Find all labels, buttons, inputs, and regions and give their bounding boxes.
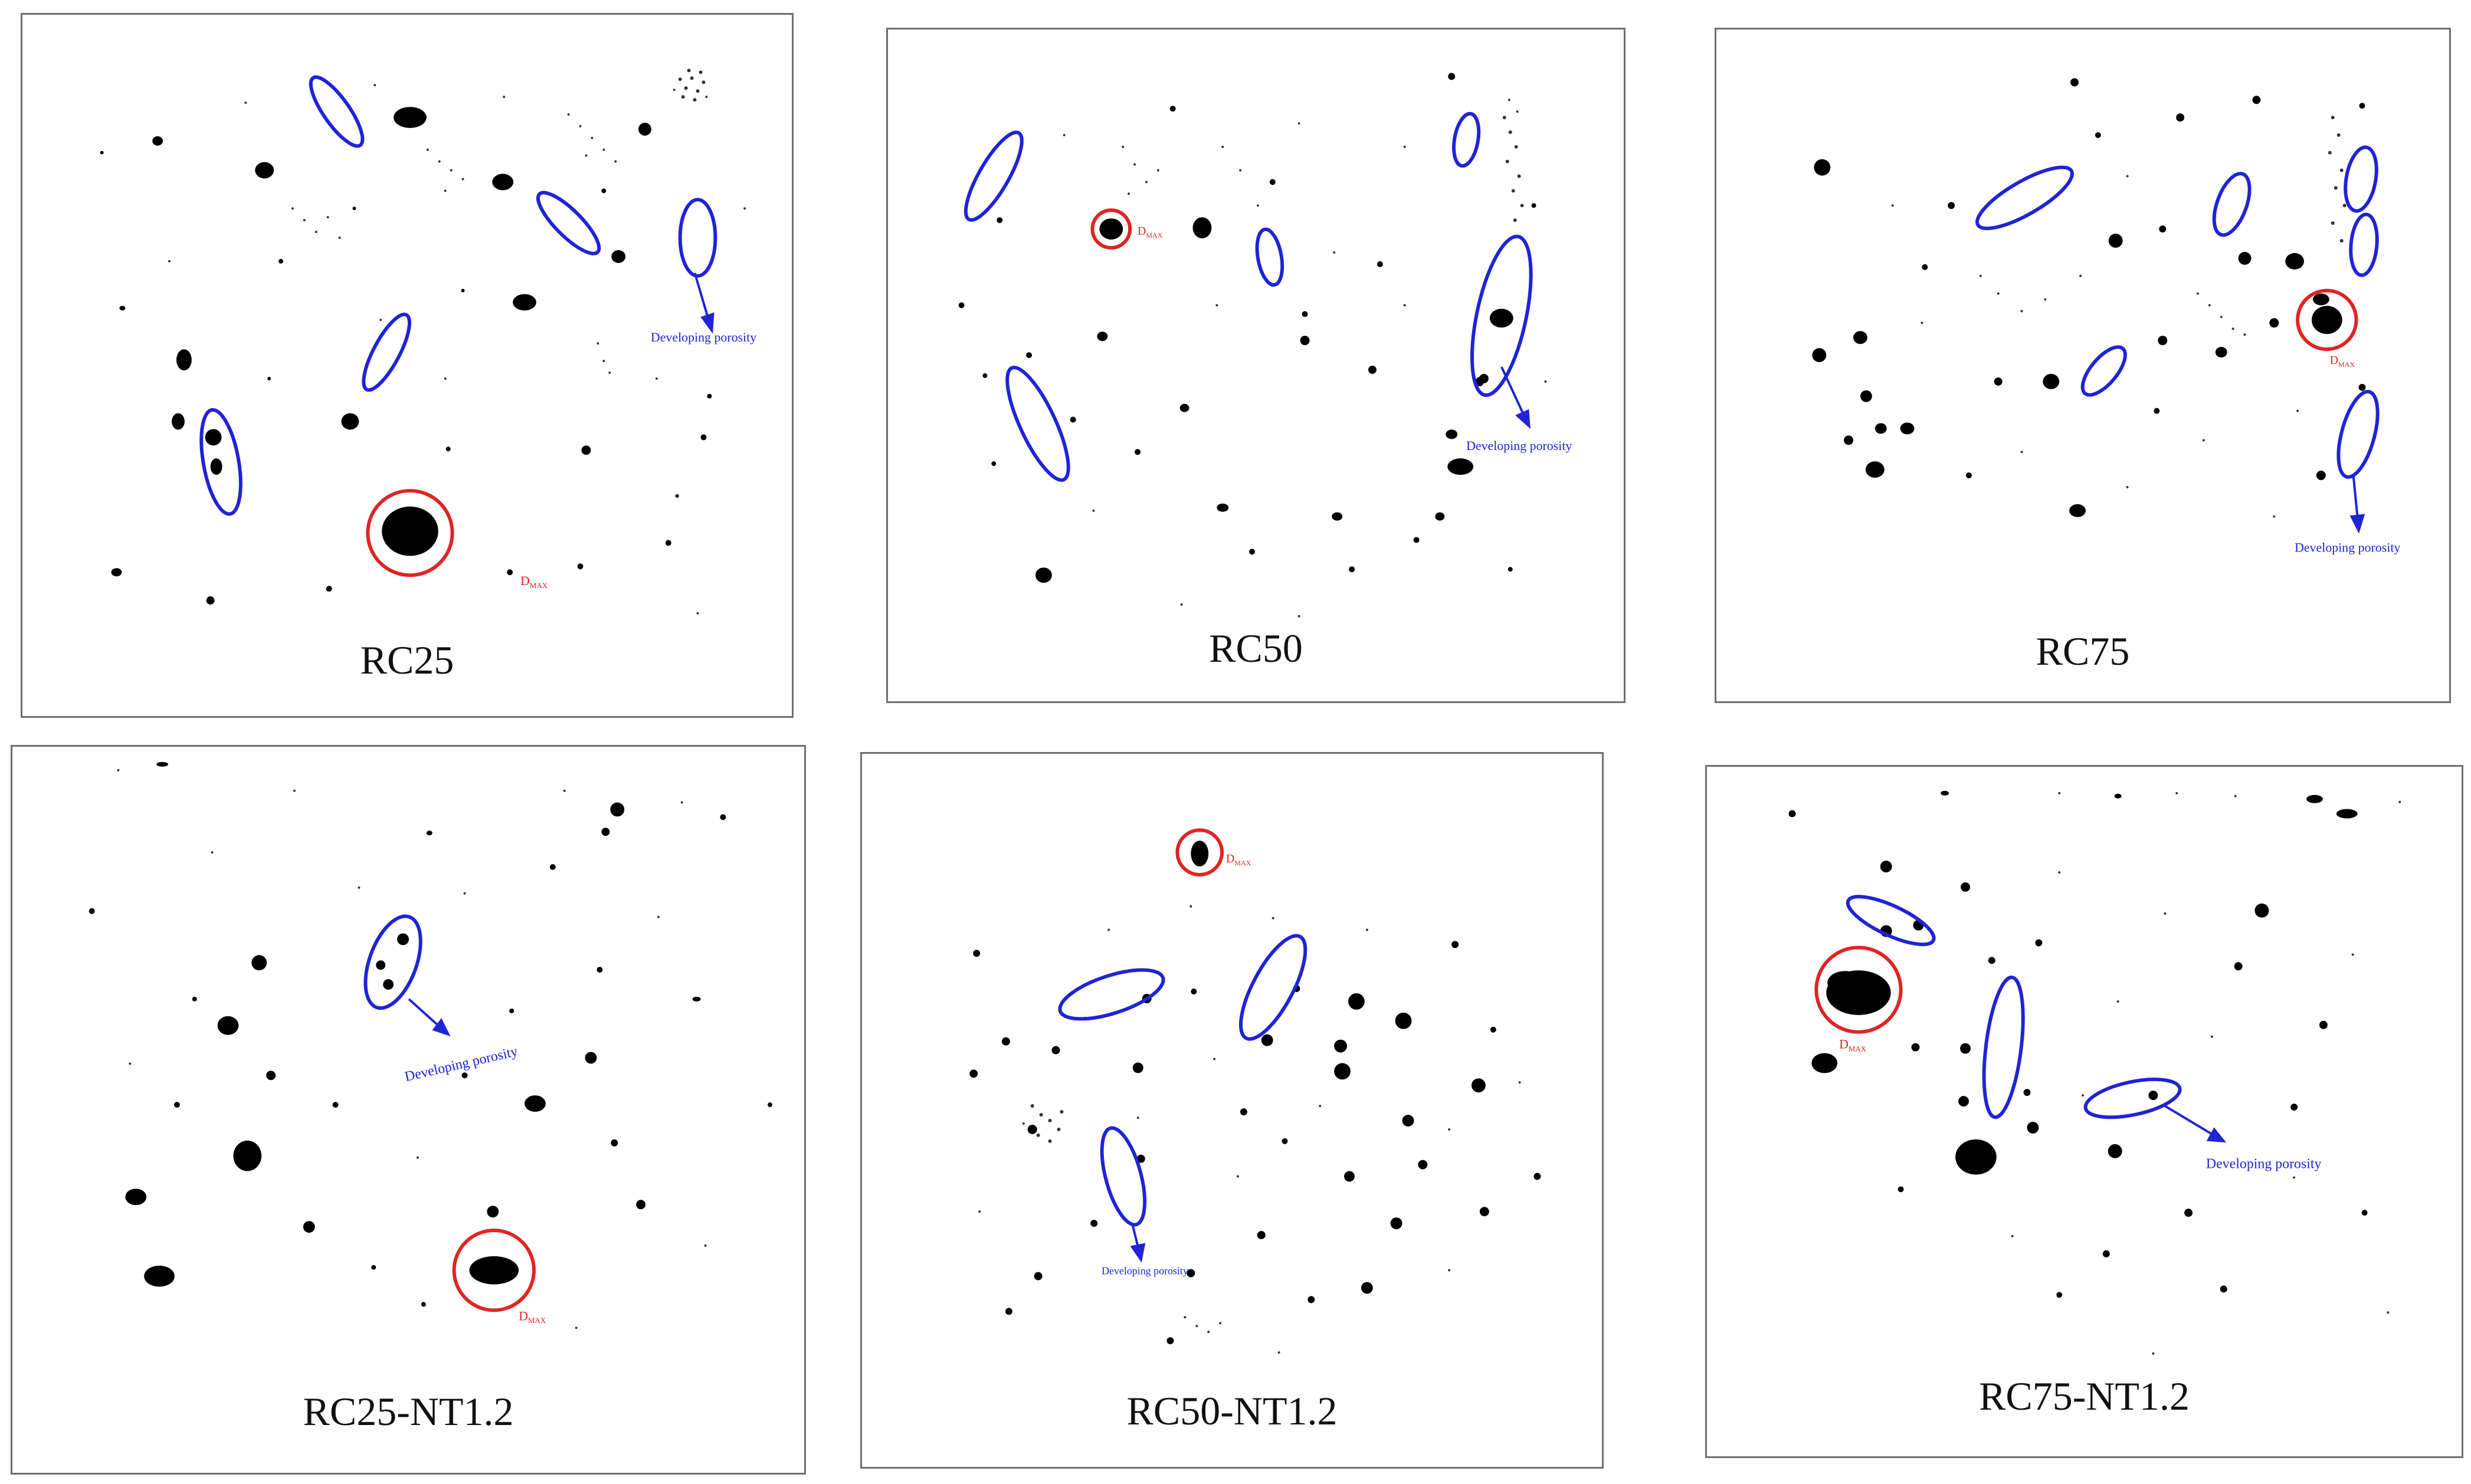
- developing-porosity-label: Developing porosity: [1102, 1265, 1188, 1277]
- dmax-label: DMAX: [1226, 852, 1251, 867]
- developing-porosity-ellipses: [1975, 145, 2380, 479]
- developing-porosity-arrow: [693, 272, 715, 334]
- fine-porosity-clusters: [2011, 792, 2401, 1355]
- dmax-circle: [1814, 945, 1903, 1034]
- panel-label-rc50: RC50: [1209, 626, 1303, 671]
- developing-porosity-ellipses: [1846, 895, 2182, 1119]
- developing-porosity-arrow: [408, 998, 451, 1037]
- dmax-circle: [1090, 208, 1132, 250]
- developing-porosity-ellipses: [964, 111, 1533, 482]
- panel-label-rc50-nt1-2: RC50-NT1.2: [1126, 1388, 1338, 1433]
- developing-porosity-label: Developing porosity: [404, 1044, 520, 1085]
- fine-porosity-clusters: [1891, 116, 2347, 518]
- pores: [100, 107, 712, 605]
- developing-porosity-arrow: [1500, 366, 1531, 429]
- pores: [89, 761, 772, 1307]
- panel-label-rc25: RC25: [360, 638, 454, 682]
- pores: [958, 73, 1536, 583]
- micrograph-rc25: DMAX Developing porosity: [100, 68, 756, 615]
- dmax-label: DMAX: [1138, 225, 1163, 239]
- dmax-label: DMAX: [2330, 354, 2355, 369]
- panel-rc25: DMAX Developing porosity RC25: [21, 13, 794, 718]
- developing-porosity-ellipses: [1058, 934, 1307, 1227]
- dmax-circle: [366, 488, 454, 577]
- fine-porosity-clusters: [978, 905, 1521, 1354]
- developing-porosity-label: Developing porosity: [651, 330, 756, 344]
- developing-porosity-label: Developing porosity: [2206, 1157, 2322, 1172]
- panel-rc50: DMAX Developing porosity RC50: [886, 28, 1626, 703]
- panel-label-rc75: RC75: [2036, 629, 2130, 674]
- developing-porosity-arrow: [2349, 475, 2365, 534]
- developing-porosity-ellipses: [199, 75, 717, 516]
- dmax-circle: [2296, 288, 2358, 352]
- developing-porosity-ellipses: [363, 914, 422, 1010]
- developing-porosity-arrow: [1130, 1223, 1146, 1263]
- micrograph-rc75-nt1-2: DMAX Developing porosity: [1788, 790, 2401, 1355]
- pores: [969, 841, 1541, 1345]
- pores: [1812, 78, 2366, 517]
- micrograph-rc75: DMAX Developing porosity: [1812, 78, 2400, 554]
- panel-rc50-nt1-2: DMAX Developing porosity RC50-NT1.2: [860, 752, 1604, 1469]
- developing-porosity-label: Developing porosity: [2295, 540, 2400, 554]
- micrograph-rc50: DMAX Developing porosity: [958, 73, 1572, 618]
- panel-rc75-nt1-2: DMAX Developing porosity RC75-NT1.2: [1705, 765, 2463, 1458]
- panel-rc25-nt1-2: DMAX Developing porosity RC25-NT1.2: [11, 745, 806, 1475]
- micrograph-rc50-nt1-2: DMAX Developing porosity: [969, 828, 1541, 1354]
- dmax-circle: [452, 1229, 536, 1312]
- fine-porosity-clusters: [1063, 99, 1547, 618]
- fine-porosity-clusters: [117, 769, 707, 1329]
- dmax-label: DMAX: [1839, 1038, 1867, 1053]
- fine-porosity-clusters: [168, 68, 746, 615]
- panel-rc75: DMAX Developing porosity RC75: [1715, 28, 2451, 703]
- dmax-label: DMAX: [520, 574, 548, 590]
- micrograph-rc25-nt1-2: DMAX Developing porosity: [89, 761, 772, 1329]
- panel-label-rc75-nt1-2: RC75-NT1.2: [1979, 1374, 2190, 1419]
- dmax-circle: [1175, 828, 1224, 876]
- developing-porosity-arrow: [2164, 1105, 2227, 1143]
- panel-label-rc25-nt1-2: RC25-NT1.2: [303, 1389, 514, 1434]
- dmax-label: DMAX: [519, 1308, 546, 1325]
- developing-porosity-label: Developing porosity: [1466, 439, 1572, 453]
- pores: [1788, 790, 2368, 1298]
